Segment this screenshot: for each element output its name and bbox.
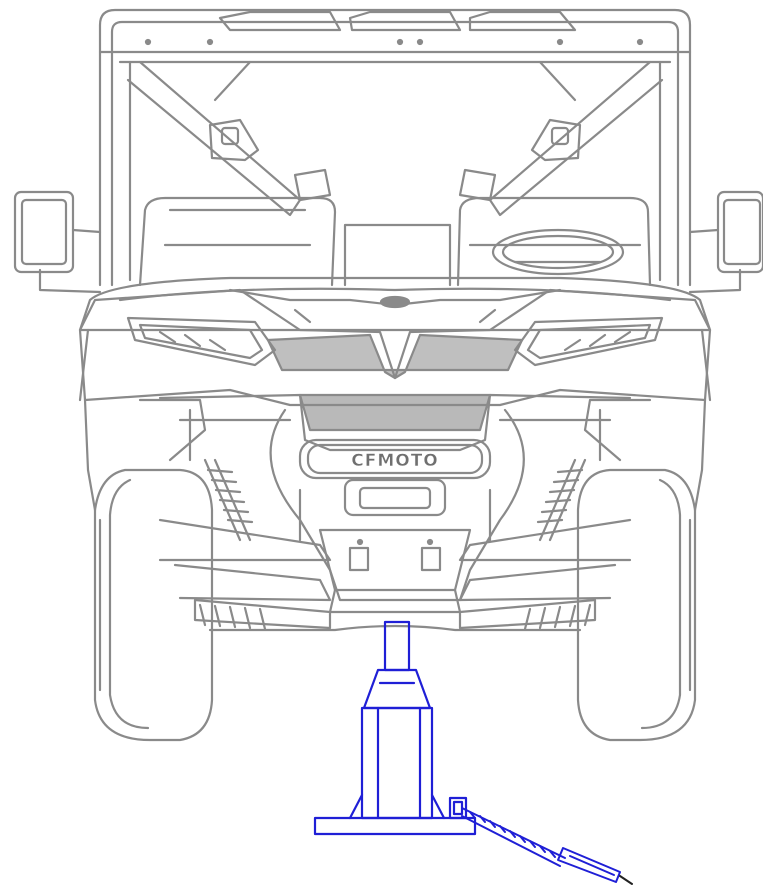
- jack-handle-grip: [557, 847, 621, 883]
- seats: [138, 196, 652, 287]
- front-bumper: [158, 393, 632, 614]
- left-wheel: [93, 468, 214, 742]
- roll-cage: [98, 8, 692, 287]
- steering-wheel: [491, 228, 625, 276]
- jack-handle: [461, 807, 633, 885]
- right-mirror: [688, 190, 763, 294]
- left-mirror: [13, 190, 102, 294]
- jack-pump-socket: [448, 796, 468, 820]
- jack-ram: [383, 620, 411, 672]
- bottle-jack: [313, 620, 477, 836]
- suspension: [138, 398, 652, 632]
- front-fascia: [78, 288, 712, 432]
- jack-body: [360, 706, 434, 820]
- hood: [78, 276, 712, 332]
- body-sides: [78, 328, 712, 512]
- right-wheel: [576, 468, 697, 742]
- utv-vehicle: [13, 8, 763, 742]
- grille-logo-text: CFMOTO: [351, 451, 439, 471]
- jack-cylinder-top: [362, 668, 432, 710]
- jack-base: [313, 816, 477, 836]
